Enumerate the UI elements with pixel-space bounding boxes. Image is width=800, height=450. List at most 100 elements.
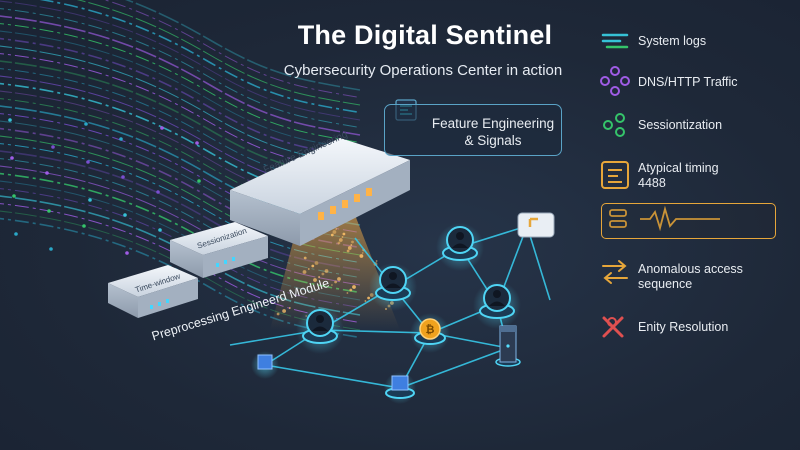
- server-node: [495, 325, 521, 367]
- stream-line: [0, 0, 361, 121]
- arrows-icon: [602, 260, 628, 284]
- stream-dot: [82, 224, 86, 228]
- spark-dot: [351, 240, 354, 244]
- spark-dot: [303, 256, 307, 260]
- legend-item-entity-resolution: Enity Resolution: [600, 319, 795, 359]
- spark-dot: [367, 296, 370, 300]
- legend-label: Enity Resolution: [638, 320, 729, 334]
- lines-icon: [601, 33, 629, 49]
- alert-card-icon: [517, 212, 555, 238]
- legend-label-line1: Anomalous access: [638, 262, 743, 276]
- spark-dot: [318, 276, 320, 278]
- stream-line: [0, 37, 361, 159]
- stream-dot: [195, 141, 199, 145]
- stream-dot: [14, 232, 18, 236]
- cube-node-left: [257, 354, 273, 370]
- stream-dot: [84, 122, 88, 126]
- spark-dot: [341, 236, 344, 238]
- svg-text:₿: ₿: [426, 323, 435, 336]
- legend-label: System logs: [638, 34, 707, 48]
- device-time-window: [108, 265, 198, 318]
- spark-dot: [335, 228, 338, 230]
- user-node-2: [375, 266, 411, 301]
- spark-dot: [288, 307, 291, 309]
- legend-item-atypical-timing: Atypical timing 4488: [600, 160, 795, 200]
- legend-label: Atypical timing 4488: [638, 161, 719, 191]
- spark-dot: [330, 233, 334, 237]
- stream-dot: [119, 137, 123, 141]
- spark-dot: [314, 261, 319, 265]
- stream-dot: [47, 209, 51, 213]
- stream-line: [0, 15, 361, 136]
- legend-label: Sessiontization: [638, 118, 723, 132]
- spark-dot: [350, 244, 353, 246]
- stream-line: [0, 30, 361, 151]
- spark-dot: [332, 230, 337, 234]
- spark-dot: [346, 292, 349, 294]
- stream-line: [0, 23, 361, 143]
- stream-line: [39, 0, 361, 114]
- stream-dot: [88, 198, 92, 202]
- spark-dot: [311, 264, 315, 268]
- spark-dot: [364, 300, 367, 302]
- stream-dot: [125, 251, 129, 255]
- spark-dot: [342, 232, 346, 236]
- stream-line: [76, 0, 361, 106]
- legend-item-dns-http-traffic: DNS/HTTP Traffic: [600, 72, 795, 112]
- stream-dot: [121, 175, 125, 179]
- stream-dot: [12, 194, 16, 198]
- spark-dot: [321, 272, 325, 276]
- device-feature-engineering: [230, 138, 410, 246]
- clock-icon: [601, 161, 629, 189]
- legend-label-line2: 4488: [638, 176, 666, 190]
- stream-line: [0, 8, 361, 128]
- page-title: The Digital Sentinel: [297, 20, 553, 50]
- cube-node-bottom: [385, 375, 415, 399]
- spark-dot: [346, 249, 350, 253]
- spark-dot: [361, 252, 364, 254]
- callout-label-line2: & Signals: [464, 133, 522, 148]
- stream-dot: [45, 171, 49, 175]
- timing-waveform-box: [601, 203, 776, 239]
- spark-dot: [307, 268, 310, 270]
- spark-dot: [313, 278, 317, 282]
- stream-dot: [156, 190, 160, 194]
- device-sessionization: [170, 222, 268, 278]
- spark-dot: [352, 285, 356, 289]
- legend-label: Anomalous access sequence: [638, 262, 743, 292]
- spark-dot: [276, 312, 280, 316]
- stream-dot: [86, 160, 90, 164]
- spark-dot: [331, 284, 333, 286]
- spark-dot: [334, 280, 337, 284]
- spark-dot: [337, 277, 341, 281]
- stream-line: [124, 0, 361, 91]
- stream-dot: [10, 156, 14, 160]
- cycle-icon: [603, 113, 625, 137]
- spark-dot: [302, 270, 307, 274]
- hub-icon: [600, 66, 630, 96]
- legend-item-sessionization: Sessiontization: [600, 116, 795, 156]
- legend-label-line1: Atypical timing: [638, 161, 719, 175]
- stream-dot: [197, 179, 201, 183]
- feature-engineering-callout: Feature Engineering & Signals: [384, 104, 562, 156]
- user-node-3: [442, 226, 478, 261]
- legend-item-anomalous-access: Anomalous access sequence: [600, 262, 795, 302]
- spark-dot: [349, 288, 353, 292]
- spark-dot: [282, 309, 286, 313]
- user-node-4: [479, 284, 515, 319]
- stream-line: [103, 0, 361, 98]
- stream-dot: [49, 247, 53, 251]
- spark-dot: [347, 246, 352, 250]
- stream-dot: [123, 213, 127, 217]
- spark-dot: [324, 269, 329, 273]
- legend-item-system-logs: System logs: [600, 30, 795, 70]
- coin-icon: ₿: [414, 318, 446, 345]
- tools-icon: [602, 316, 624, 338]
- spark-dot: [338, 238, 343, 242]
- user-node-1: [302, 309, 338, 344]
- stream-dot: [158, 228, 162, 232]
- spark-dot: [337, 241, 341, 245]
- spark-dot: [375, 260, 378, 262]
- waveform-icon: [609, 205, 720, 232]
